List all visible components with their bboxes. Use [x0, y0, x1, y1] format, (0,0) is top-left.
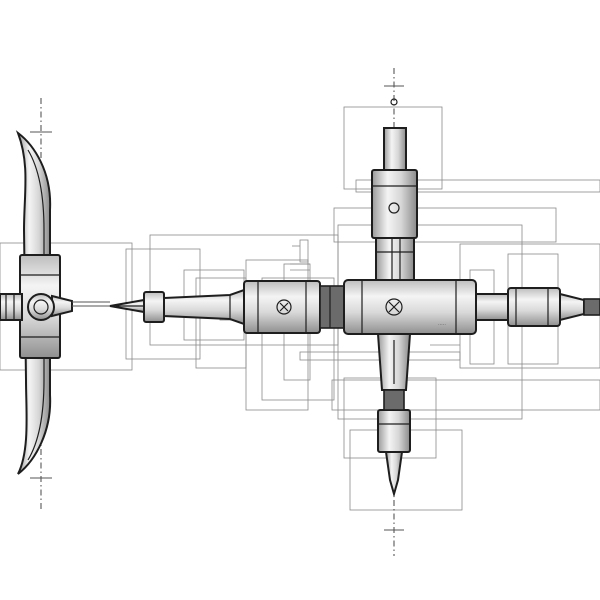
- top-spindle-part: [371, 127, 418, 281]
- neck-part: [319, 285, 347, 329]
- blade-part: [0, 130, 126, 475]
- right-connector-part: [475, 287, 600, 327]
- svg-text:·····: ·····: [438, 322, 446, 328]
- cylinder-part-main: ·····: [343, 279, 477, 335]
- tip-collar-part: [109, 291, 165, 323]
- bottom-spindle-part: [376, 333, 412, 498]
- tapered-shaft-part: [163, 288, 245, 326]
- cylinder-part-1: [243, 280, 321, 334]
